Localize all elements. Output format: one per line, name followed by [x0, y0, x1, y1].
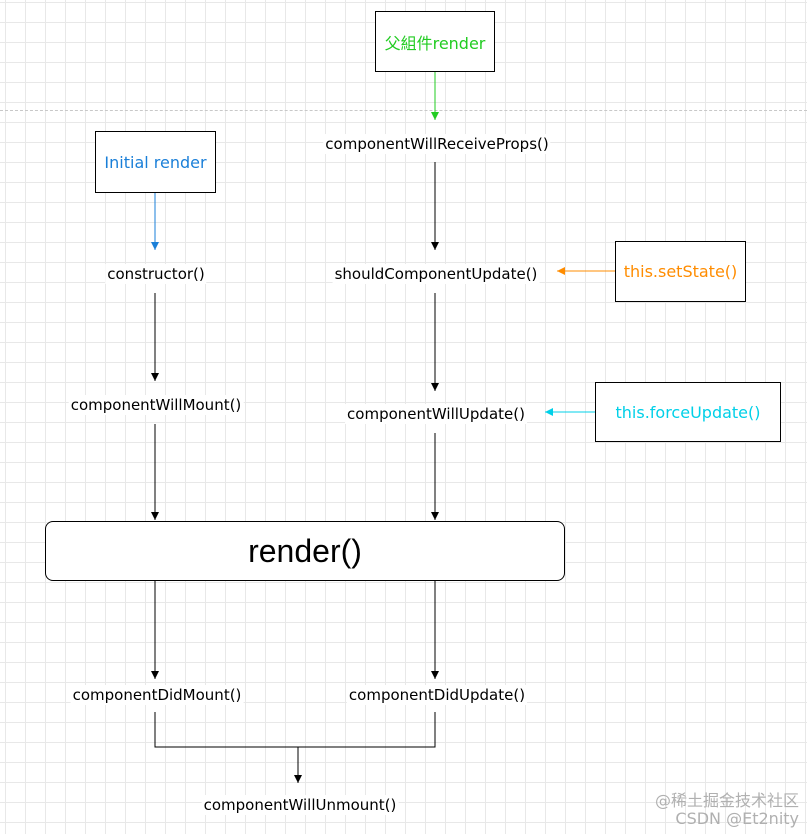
render-label: render() [248, 532, 362, 569]
watermark-line-1: @稀土掘金技术社区 [654, 791, 799, 810]
should-component-update-label: shouldComponentUpdate() [332, 264, 540, 284]
initial-render-label: Initial render [104, 152, 207, 172]
watermark-line-2: CSDN @Et2nity [675, 809, 799, 828]
set-state-box: this.setState() [615, 241, 746, 302]
render-box: render() [45, 521, 565, 581]
parent-render-label: 父組件render [384, 33, 486, 53]
force-update-box: this.forceUpdate() [595, 382, 781, 442]
component-will-unmount-label: componentWillUnmount() [201, 795, 399, 815]
force-update-label: this.forceUpdate() [615, 402, 761, 422]
set-state-label: this.setState() [623, 262, 738, 281]
watermark: @稀土掘金技术社区 CSDN @Et2nity [655, 792, 799, 828]
component-will-update-label: componentWillUpdate() [345, 404, 527, 424]
phase-divider-line [0, 110, 807, 111]
merge-bracket [154, 712, 436, 748]
component-will-mount-label: componentWillMount() [68, 395, 244, 415]
parent-render-box: 父組件render [375, 11, 495, 72]
component-will-receive-props-label: componentWillReceiveProps() [323, 134, 551, 154]
component-did-mount-label: componentDidMount() [70, 685, 244, 705]
initial-render-box: Initial render [95, 131, 216, 193]
constructor-label: constructor() [105, 264, 207, 284]
component-did-update-label: componentDidUpdate() [346, 685, 528, 705]
